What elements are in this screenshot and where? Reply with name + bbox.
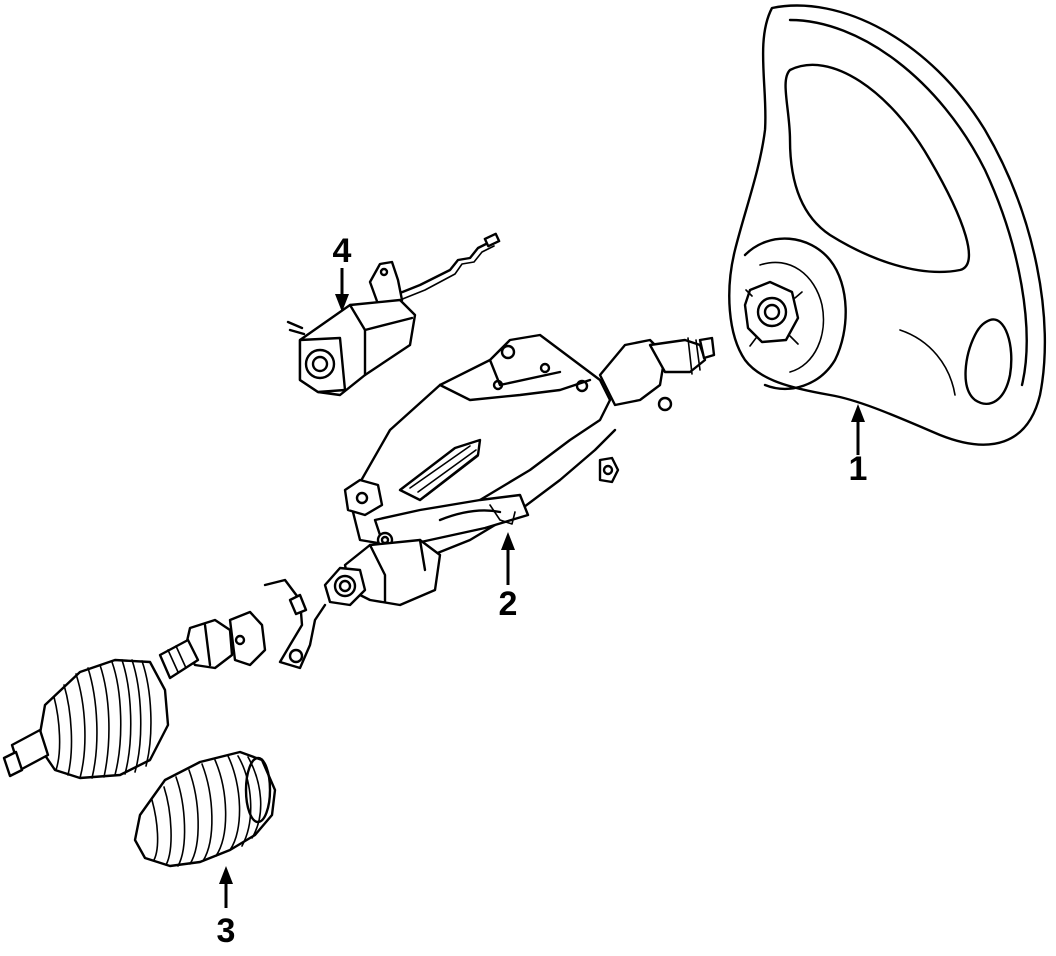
callout-number-1: 1 xyxy=(849,450,868,488)
callout-leader-4 xyxy=(335,268,349,312)
callout-number-3: 3 xyxy=(217,912,236,950)
intermediate-shaft xyxy=(158,578,327,680)
steering-boot xyxy=(133,750,277,868)
callout-leader-3 xyxy=(219,866,233,908)
callout-leader-1 xyxy=(851,404,865,455)
callout-number-4: 4 xyxy=(333,232,352,270)
callout-leader-2 xyxy=(501,532,515,585)
callout-number-2: 2 xyxy=(499,585,518,623)
hub-nut xyxy=(743,280,803,347)
ignition-switch xyxy=(286,232,501,397)
lower-shaft-boot xyxy=(2,658,170,780)
steering-wheel xyxy=(728,4,1047,446)
steering-column xyxy=(323,333,716,607)
